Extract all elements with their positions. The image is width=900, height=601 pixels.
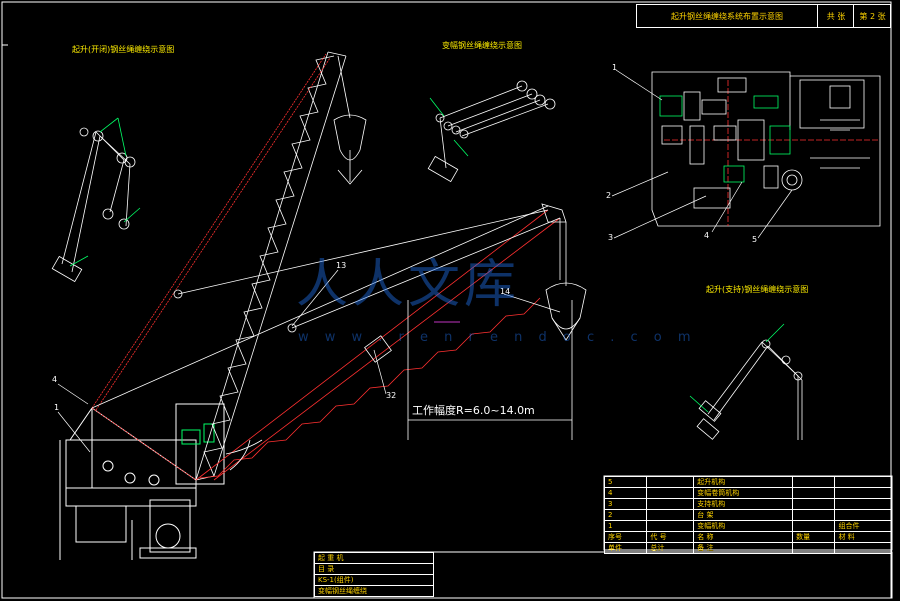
bom-cell: 支持机构 xyxy=(693,498,794,510)
bom-cell xyxy=(646,520,695,532)
bom-cell xyxy=(792,487,836,499)
bom-cell: 2 xyxy=(603,509,648,521)
bom-cell: 组合件 xyxy=(834,520,892,532)
bom-cell xyxy=(834,476,892,488)
bom-row: 2 台 架 xyxy=(603,509,892,521)
bom-cell: 变幅机构 xyxy=(693,520,794,532)
bom-header-cell: 名 称 xyxy=(693,531,794,543)
titleblock-cell: 变幅钢丝绳缠绕 xyxy=(314,585,434,597)
titleblock-cell: 目 录 xyxy=(314,563,434,575)
bom-header-cell xyxy=(792,542,836,554)
plan-view-leaders xyxy=(611,69,793,239)
bom-cell xyxy=(646,487,695,499)
main-jib xyxy=(195,209,561,481)
main-jib-white xyxy=(91,203,587,409)
hoist-support-title: 起升(支持)钢丝绳缠绕示意图 xyxy=(706,285,809,294)
bom-cell xyxy=(646,509,695,521)
bom-header: 序号 代 号 名 称 数量 材 料 xyxy=(603,531,892,543)
bom-cell xyxy=(834,487,892,499)
bom-cell: 3 xyxy=(603,498,648,510)
hoist-ropes-red xyxy=(91,53,331,481)
title-bar: 起升钢丝绳缠绕系统布置示意图 共 张 第 2 张 xyxy=(636,4,891,28)
bom-row: 1 变幅机构 组合件 xyxy=(603,520,892,532)
bom-cell xyxy=(792,498,836,510)
callout-1: 1 xyxy=(54,403,60,412)
titleblock-row: 起 重 机 xyxy=(314,552,434,564)
bom-cell xyxy=(792,509,836,521)
hoist-open-title: 起升(开闭)钢丝绳缠绕示意图 xyxy=(72,45,175,54)
watermark-url: w w w . r e n r e n d o c . c o m xyxy=(298,330,697,345)
titleblock-cell: 起 重 机 xyxy=(314,552,434,564)
bom-header-cell: 数量 xyxy=(792,531,836,543)
luffing-title: 变幅钢丝绳缠绕示意图 xyxy=(442,41,522,50)
bom-cell: 起升机构 xyxy=(693,476,794,488)
bom-header-cell xyxy=(834,542,892,554)
plan-view xyxy=(651,71,881,227)
sheet-number: 第 2 张 xyxy=(853,5,891,27)
titleblock-row: KS-1(组件) xyxy=(314,574,434,586)
callout-plan-2: 2 xyxy=(606,191,612,200)
callout-32: 32 xyxy=(386,391,397,400)
bom-cell: 变幅卷筒机构 xyxy=(693,487,794,499)
bom-table: 5 起升机构 4 变幅卷筒机构 3 支持机构 2 台 架 1 变幅机构 组合件 … xyxy=(603,476,892,554)
luffing-diagram xyxy=(427,80,556,183)
bom-cell xyxy=(834,509,892,521)
title-block-table: 起 重 机 目 录 KS-1(组件) 变幅钢丝绳缠绕 xyxy=(314,552,434,597)
titleblock-row: 变幅钢丝绳缠绕 xyxy=(314,585,434,597)
drawing-title: 起升钢丝绳缠绕系统布置示意图 xyxy=(671,11,783,21)
bom-header-cell: 总计 xyxy=(646,542,695,554)
bom-row: 5 起升机构 xyxy=(603,476,892,488)
titleblock-row: 目 录 xyxy=(314,563,434,575)
callout-plan-3: 3 xyxy=(608,233,614,242)
callout-13: 13 xyxy=(336,261,347,270)
bom-row: 3 支持机构 xyxy=(603,498,892,510)
bom-row: 4 变幅卷筒机构 xyxy=(603,487,892,499)
work-range-dim xyxy=(407,300,573,440)
bom-cell xyxy=(792,520,836,532)
bom-header-cell: 备 注 xyxy=(693,542,794,554)
titleblock-cell: KS-1(组件) xyxy=(314,574,434,586)
hoist-open-diagram xyxy=(51,117,141,283)
lattice-boom-upper xyxy=(195,51,367,481)
bom-header-extra: 单件 总计 备 注 xyxy=(603,542,892,554)
callout-4: 4 xyxy=(52,375,58,384)
watermark: 人人文库 xyxy=(296,255,521,315)
callout-plan-4: 4 xyxy=(704,231,710,240)
bom-header-cell: 材 料 xyxy=(834,531,892,543)
bom-header-cell: 代 号 xyxy=(646,531,695,543)
bom-header-cell: 单件 xyxy=(603,542,648,554)
callout-plan-1: 1 xyxy=(612,63,618,72)
callout-14: 14 xyxy=(500,287,511,296)
bom-cell xyxy=(834,498,892,510)
bom-cell: 台 架 xyxy=(693,509,794,521)
sheet-label: 共 张 xyxy=(817,5,854,27)
hoist-support-diagram xyxy=(689,323,803,440)
crane-base xyxy=(59,403,225,560)
bom-cell: 5 xyxy=(603,476,648,488)
bom-cell: 4 xyxy=(603,487,648,499)
bom-cell: 1 xyxy=(603,520,648,532)
work-range-label: 工作幅度R=6.0~14.0m xyxy=(412,404,535,417)
bom-header-cell: 序号 xyxy=(603,531,648,543)
bom-cell xyxy=(646,498,695,510)
bom-cell xyxy=(792,476,836,488)
bom-cell xyxy=(646,476,695,488)
callout-plan-5: 5 xyxy=(752,235,758,244)
